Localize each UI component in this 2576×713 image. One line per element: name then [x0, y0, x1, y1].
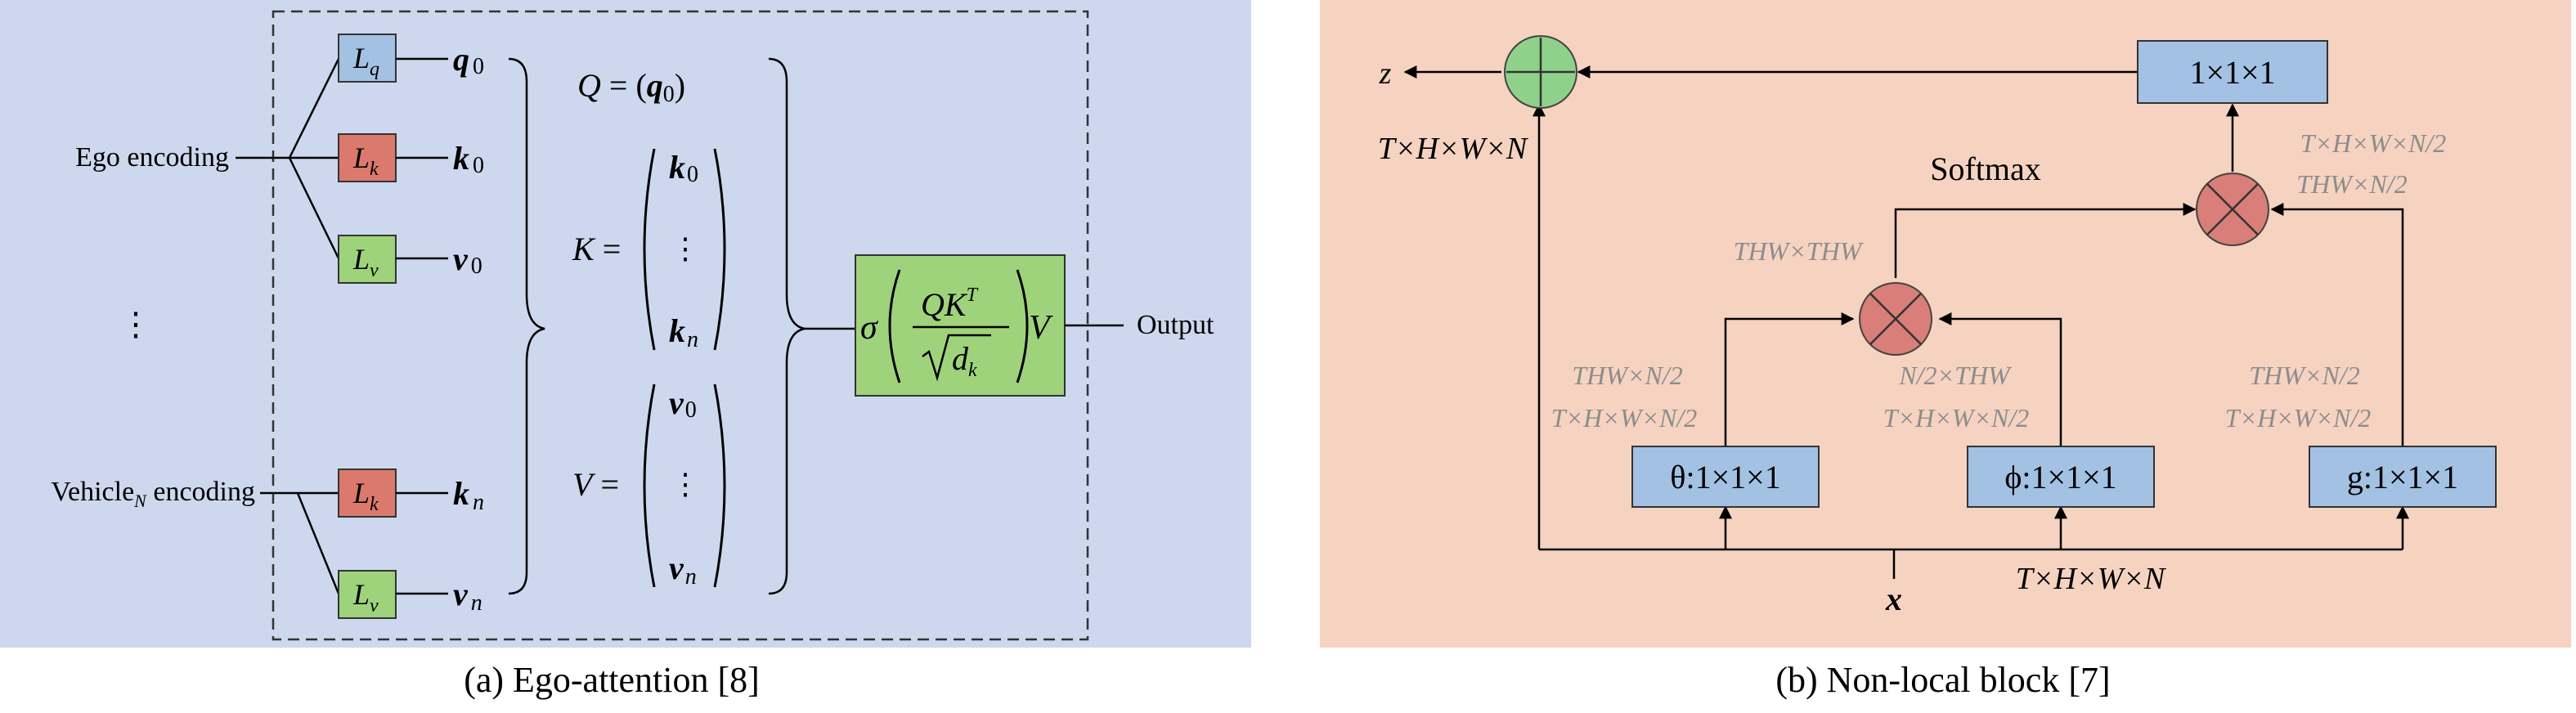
- k-matrix-kn: kn: [669, 312, 698, 352]
- softmax-label: Softmax: [1930, 150, 2041, 187]
- output-label: Output: [1137, 310, 1214, 340]
- phi-dim-1: N/2×THW: [1898, 361, 2013, 390]
- sqrt-symbol: [922, 334, 991, 382]
- panel-b-non-local-block: 1×1×1 θ:1×1×1 ϕ:1×1×1 g:1×1×1 z T×H×W×N …: [1320, 0, 2571, 700]
- non-local-connections: [1403, 65, 2409, 579]
- phi-conv-label: ϕ:1×1×1: [2004, 459, 2116, 496]
- softmax-dim-label: THW×THW: [1734, 236, 1865, 266]
- lq-label: Lq: [352, 42, 379, 80]
- z-output-label: z: [1379, 56, 1392, 91]
- lk-label-ego: Lk: [352, 141, 379, 180]
- phi-dim-2: T×H×W×N/2: [1883, 403, 2030, 433]
- q-equation: Q = (q0): [577, 67, 685, 107]
- x-input-label: x: [1885, 581, 1902, 617]
- output-mul-dim-2: THW×N/2: [2296, 169, 2407, 199]
- vehicle-encoding-label: VehicleN encoding: [51, 477, 255, 511]
- attention-dashed-box: [272, 10, 1089, 641]
- output-dimension-label: T×H×W×N: [1378, 132, 1529, 166]
- multiply-icon-output: [2206, 183, 2259, 235]
- lk-box-vehicle: [338, 469, 397, 518]
- vertical-ellipsis: ⋮: [119, 306, 152, 343]
- k-matrix-right-paren: [713, 148, 726, 351]
- conv-output-label: 1×1×1: [2189, 54, 2275, 91]
- theta-conv-label: θ:1×1×1: [1670, 459, 1780, 496]
- v-matrix-vn: vn: [669, 549, 697, 590]
- fraction-numerator: QKT: [921, 285, 979, 323]
- panel-a-caption: (a) Ego-attention [8]: [464, 660, 760, 700]
- sigma-symbol: σ: [860, 309, 879, 347]
- left-curly-brace: [508, 57, 545, 595]
- output-mul-dim-1: T×H×W×N/2: [2300, 128, 2447, 158]
- k-matrix-dots: ⋮: [671, 232, 700, 265]
- v-matrix-dots: ⋮: [671, 468, 700, 500]
- g-conv-box: [2309, 446, 2497, 508]
- formula-right-paren: [1016, 269, 1029, 383]
- v-matrix-left-paren: [643, 383, 656, 588]
- lk-label-vehicle: Lk: [352, 477, 379, 515]
- v-equation-lhs: V =: [572, 466, 619, 503]
- ego-branch-lines: [236, 58, 340, 259]
- fraction-denominator: dk: [952, 340, 977, 381]
- plus-icon: [1506, 38, 1575, 106]
- k-matrix-left-paren: [643, 148, 656, 351]
- theta-conv-box: [1631, 446, 1820, 508]
- theta-dim-1: THW×N/2: [1572, 361, 1682, 390]
- k-equation-lhs: K =: [572, 231, 621, 267]
- vehicle-branch-lines: [260, 491, 340, 594]
- panel-b-caption: (b) Non-local block [7]: [1775, 660, 2110, 700]
- theta-dim-2: T×H×W×N/2: [1551, 403, 1698, 433]
- lv-box-vehicle: [338, 570, 397, 619]
- lv-label-ego: Lv: [352, 243, 379, 281]
- g-dim-2: T×H×W×N/2: [2225, 403, 2372, 433]
- v-matrix-v0: v0: [669, 384, 697, 423]
- lv-label-vehicle: Lv: [352, 578, 379, 617]
- phi-conv-box: [1967, 446, 2155, 508]
- ego-encoding-label: Ego encoding: [75, 142, 229, 173]
- formula-left-paren: [888, 269, 901, 383]
- conv-output-box: [2137, 40, 2328, 104]
- g-dim-1: THW×N/2: [2249, 361, 2359, 390]
- multiply-icon-affinity: [1869, 293, 1922, 345]
- v-matrix-right-paren: [713, 383, 726, 588]
- k-matrix-k0: k0: [669, 149, 698, 187]
- input-dimension-label: T×H×W×N: [2016, 562, 2167, 596]
- g-conv-label: g:1×1×1: [2347, 459, 2458, 496]
- lq-box: [338, 34, 397, 83]
- formula-v: V: [1029, 309, 1053, 347]
